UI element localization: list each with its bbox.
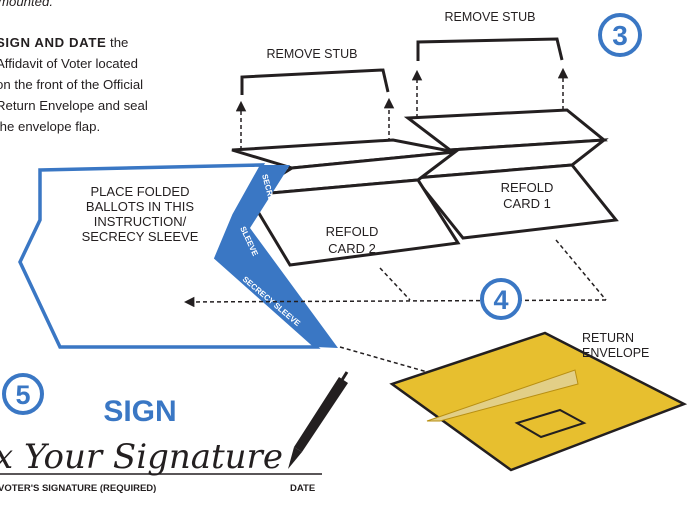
instruction-the: the bbox=[110, 35, 129, 50]
return-envelope-line2: ENVELOPE bbox=[582, 346, 649, 360]
sleeve-text-line2: BALLOTS IN THIS bbox=[86, 199, 194, 214]
voter-signature-label: VOTER'S SIGNATURE (REQUIRED) bbox=[0, 483, 156, 494]
sleeve-text-line1: PLACE FOLDED bbox=[91, 184, 190, 199]
card-2-group: REFOLD CARD 2 REMOVE STUB bbox=[231, 47, 461, 267]
step-5-badge: 5 bbox=[2, 373, 44, 415]
step-4-circle bbox=[480, 278, 522, 320]
secrecy-sleeve-band bbox=[216, 165, 338, 348]
step-4-number: 4 bbox=[493, 285, 508, 315]
refold-card-1-line2: CARD 1 bbox=[503, 196, 551, 211]
date-label: DATE bbox=[290, 483, 315, 494]
sign-heading: SIGN bbox=[103, 395, 176, 428]
instruction-line2: Affidavit of Voter located bbox=[0, 56, 138, 71]
mounted-text: mounted. bbox=[0, 0, 53, 9]
card-2-drop-line bbox=[379, 267, 411, 301]
sign-date-instruction-line1: SIGN AND DATE the bbox=[0, 32, 128, 53]
instruction-line3: on the front of the Official bbox=[0, 77, 144, 92]
refold-card-1-line1: REFOLD bbox=[501, 180, 554, 195]
card-1-stub bbox=[416, 37, 564, 61]
refold-card-2-line1: REFOLD bbox=[326, 224, 379, 239]
step-3-circle bbox=[598, 13, 642, 57]
card-2-stub bbox=[240, 68, 390, 95]
remove-stub-right-label: REMOVE STUB bbox=[445, 10, 536, 24]
card-1-drop-line bbox=[555, 239, 607, 301]
sleeve-text-line3: INSTRUCTION/ bbox=[94, 214, 187, 229]
step-4-badge: 4 bbox=[480, 278, 522, 320]
envelope-body bbox=[389, 331, 687, 472]
to-sleeve-arrow bbox=[183, 296, 607, 308]
envelope-window bbox=[514, 408, 587, 439]
card-1-bottom-panel bbox=[412, 163, 619, 240]
signature-section: SIGN x Your Signature VOTER'S SIGNATURE … bbox=[0, 371, 349, 494]
pen-icon bbox=[288, 371, 349, 469]
sign-and-date-emphasis: SIGN AND DATE bbox=[0, 35, 107, 50]
step-5-number: 5 bbox=[15, 380, 30, 410]
sleeve-text-line4: SECRECY SLEEVE bbox=[82, 229, 199, 244]
step-5-circle bbox=[2, 373, 44, 415]
card-2-bottom-panel bbox=[245, 178, 461, 267]
instruction-line5: the envelope flap. bbox=[0, 119, 101, 134]
step-3-badge: 3 bbox=[598, 13, 642, 57]
return-envelope-group: RETURN ENVELOPE bbox=[389, 331, 687, 472]
card-1-group: REFOLD CARD 1 REMOVE STUB bbox=[403, 10, 619, 240]
remove-stub-left-label: REMOVE STUB bbox=[267, 47, 358, 61]
instruction-line4: Return Envelope and seal bbox=[0, 98, 148, 113]
step-3-number: 3 bbox=[612, 20, 628, 51]
envelope-flap bbox=[426, 369, 579, 422]
return-envelope-line1: RETURN bbox=[582, 331, 634, 345]
refold-card-2-line2: CARD 2 bbox=[328, 241, 376, 256]
signature-script: x Your Signature bbox=[0, 437, 283, 477]
